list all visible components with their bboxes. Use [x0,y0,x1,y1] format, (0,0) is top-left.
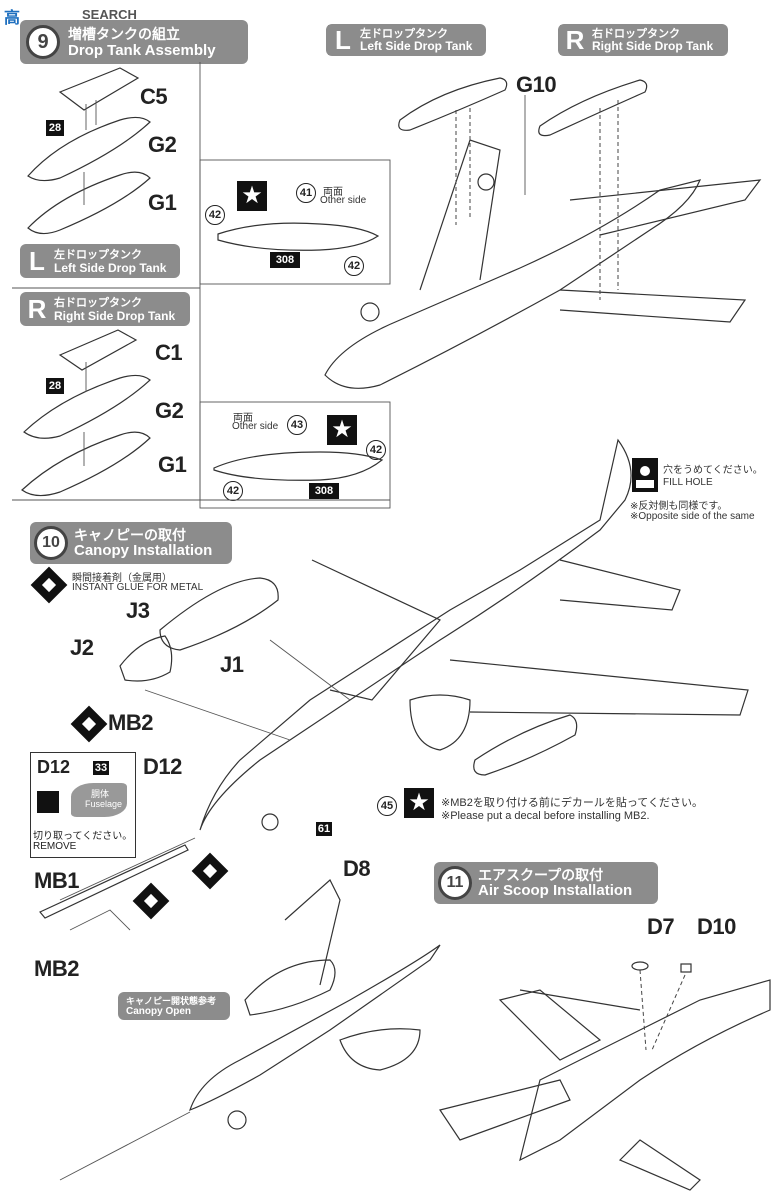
glue-note-jp: 瞬間接着剤（金属用） [72,573,172,584]
step9-number: 9 [26,25,60,59]
aircraft-step11 [439,961,771,1191]
right-drop-tank-tag: R 右ドロップタンク Right Side Drop Tank [20,292,190,326]
part-label-mb2: MB2 [108,710,153,735]
part-label-c5: C5 [140,84,168,109]
decal-box-left [199,159,391,285]
decal-right-num-42b: 42 [223,481,243,501]
part-label-g10: G10 [516,72,557,97]
decal-num-308: 308 [270,252,300,268]
decal-right-other-en: Other side [232,421,279,432]
inset-fuselage-jp: 胴体 [91,789,110,799]
part-label-g2-right: G2 [155,398,184,423]
aircraft-step10 [39,438,749,931]
decal-num-42: 42 [205,205,225,225]
top-right-tag-jp: 右ドロップタンク [592,28,680,40]
inset-num-33: 33 [93,761,109,775]
decal-tank-right [213,451,384,481]
decal-right-num-42: 42 [366,440,386,460]
part-label-j1: J1 [220,652,244,677]
left-tag-letter: L [22,246,52,276]
part-label-d12b: D12 [143,754,182,779]
watermark-brand: SEARCH [82,7,137,22]
part-num-61: 61 [316,822,332,836]
top-right-tag-en: Right Side Drop Tank [592,39,714,53]
right-tag-letter: R [22,294,52,324]
decal-note-en: ※Please put a decal before installing MB… [441,810,650,822]
step9-title-en: Drop Tank Assembly [68,42,216,59]
decal-tank-left [217,222,380,251]
decal-box-right [199,401,391,509]
part-label-g2: G2 [148,132,177,157]
step10-title-en: Canopy Installation [74,542,213,559]
part-label-mb2b: MB2 [34,956,79,981]
step11-title-en: Air Scoop Installation [478,882,633,899]
top-left-tank-tag: L 左ドロップタンク Left Side Drop Tank [326,24,486,56]
step11-header: 11 エアスクープの取付 Air Scoop Installation [434,862,658,904]
fill-hole-icon [632,458,658,492]
top-right-tank-tag: R 右ドロップタンク Right Side Drop Tank [558,24,728,56]
decal-right-star-icon: ★ [327,415,357,445]
part-label-d7: D7 [647,914,675,939]
decal-other-side-jp: 両面 [323,187,343,198]
inset-remove-jp: 切り取ってください。 [33,831,133,842]
watermark: 高 SEARCH [4,4,164,34]
part-num-28-right: 28 [46,378,64,394]
opposite-side-jp: ※反対側も同様です。 [630,501,728,512]
glue-note-en: INSTANT GLUE FOR METAL [72,582,204,593]
top-left-tag-letter: L [328,25,358,55]
part-label-j2: J2 [70,635,94,660]
inset-fuselage-shape [71,783,127,817]
decal-note-jp: ※MB2を取り付ける前にデカールを貼ってください。 [441,797,703,809]
decal-right-num-308: 308 [309,483,339,499]
canopy-open-en: Canopy Open [126,1006,192,1017]
decal-right-other-jp: 両面 [233,413,253,424]
step10-title-jp: キャノピーの取付 [74,527,186,543]
canopy-open-jp: キャノピー開状態参考 [126,996,217,1006]
top-left-tag-jp: 左ドロップタンク [360,28,448,40]
right-tag-en: Right Side Drop Tank [54,309,176,323]
top-left-tag-en: Left Side Drop Tank [360,39,473,53]
tank-right-parts [21,329,151,497]
decal-note-star-icon: ★ [404,788,434,818]
right-tag-jp: 右ドロップタンク [54,297,142,309]
canopy-open-tag: キャノピー開状態参考 Canopy Open [118,992,230,1020]
step9-title-jp: 増槽タンクの組立 [68,26,180,42]
fill-hole-jp: 穴をうめてください。 [663,465,763,476]
decal-right-num-43: 43 [287,415,307,435]
left-tag-jp: 左ドロップタンク [54,249,142,261]
watermark-logo-icon: 高 [4,10,21,27]
inset-decal-mark-icon [37,791,59,813]
decal-star-icon: ★ [237,181,267,211]
left-tag-en: Left Side Drop Tank [54,261,167,275]
fill-hole-en: FILL HOLE [663,477,713,488]
opposite-side-en: ※Opposite side of the same [630,511,755,522]
step10-number: 10 [34,526,68,560]
decal-other-side-en: Other side [320,195,367,206]
step10-header: 10 キャノピーの取付 Canopy Installation [30,522,232,564]
part-label-g1: G1 [148,190,177,215]
tank-left-parts [27,67,151,235]
step11-title-jp: エアスクープの取付 [478,867,604,883]
left-drop-tank-tag: L 左ドロップタンク Left Side Drop Tank [20,244,180,278]
part-label-d10: D10 [697,914,736,939]
decal-num-42b: 42 [344,256,364,276]
decal-num-41: 41 [296,183,316,203]
top-right-tag-letter: R [560,25,590,55]
step9-header: 9 増槽タンクの組立 Drop Tank Assembly [20,20,248,64]
part-label-d8: D8 [343,856,371,881]
part-label-j3: J3 [126,598,150,623]
part-label-g1-right: G1 [158,452,187,477]
decal-num-45: 45 [377,796,397,816]
part-label-c1: C1 [155,340,183,365]
inset-label-d12: D12 [37,757,71,777]
part-label-mb1: MB1 [34,868,79,893]
decal-inset-box: D12 33 胴体 Fuselage 切り取ってください。 REMOVE [30,752,136,858]
aircraft-canopy-open [59,879,641,1181]
inset-remove-en: REMOVE [33,841,77,852]
inset-fuselage-en: Fuselage [85,799,123,809]
part-num-28: 28 [46,120,64,136]
aircraft-step9 [324,77,762,389]
step11-number: 11 [438,866,472,900]
